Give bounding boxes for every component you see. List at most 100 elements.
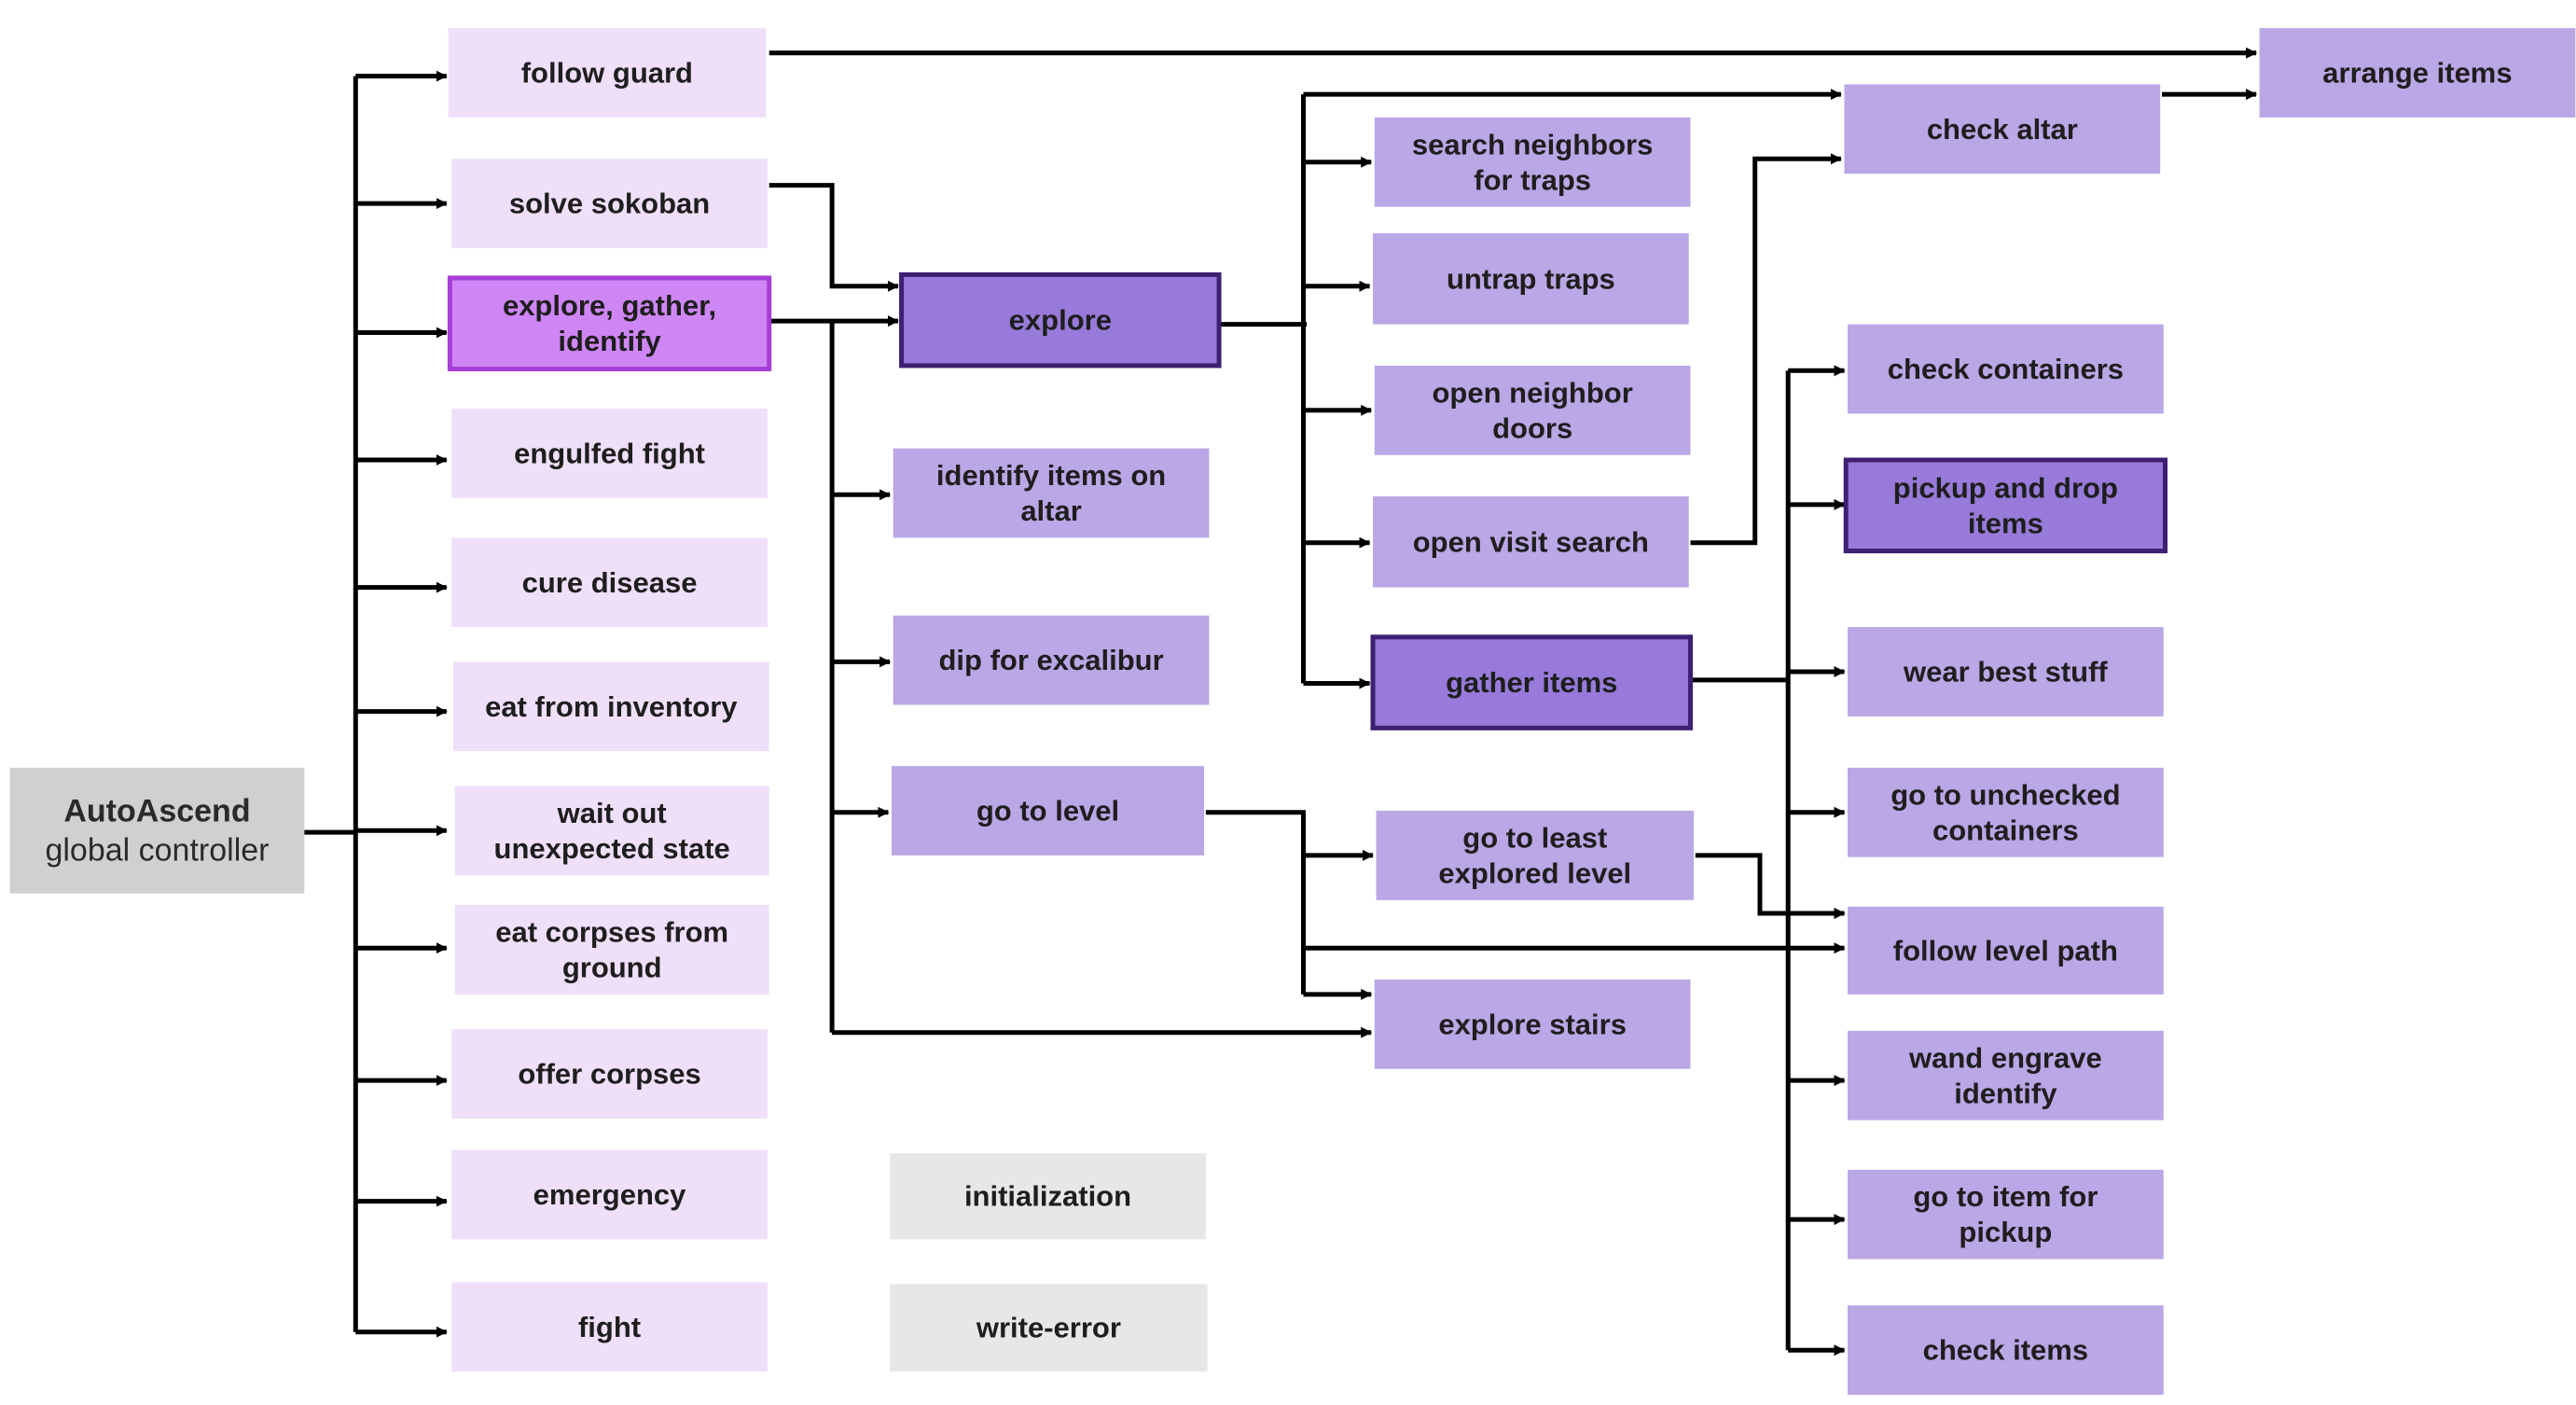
node-box: [452, 661, 769, 752]
node-label: initialization: [964, 1180, 1131, 1213]
node-fight: fight: [451, 1282, 768, 1372]
node-label: altar: [1020, 494, 1081, 527]
node-box: [1847, 1030, 2164, 1120]
node-box: [447, 275, 772, 371]
node-label: unexpected state: [494, 832, 730, 865]
node-box: [1847, 324, 2164, 414]
node-cure-disease: cure disease: [451, 537, 768, 628]
node-label: write-error: [976, 1312, 1121, 1344]
node-label: fight: [578, 1311, 641, 1343]
node-label: check altar: [1927, 113, 2078, 146]
node-box: [451, 537, 768, 628]
node-label: wear best stuff: [1903, 656, 2108, 689]
node-label: items: [1968, 507, 2043, 539]
arrow: [1690, 153, 1842, 546]
node-label: explore, gather,: [503, 289, 716, 322]
node-box: [1847, 1305, 2164, 1396]
node-box: [1373, 233, 1689, 325]
node-box: [451, 1282, 768, 1372]
node-explore-stairs: explore stairs: [1374, 979, 1691, 1069]
node-check-containers: check containers: [1847, 324, 2164, 414]
node-box: [1370, 634, 1694, 730]
node-box: [1847, 906, 2164, 995]
root-subtitle: global controller: [45, 832, 269, 868]
node-label: search neighbors: [1412, 128, 1653, 160]
node-box: [1374, 117, 1691, 207]
node-label: identify: [1954, 1077, 2057, 1109]
node-box: [448, 28, 767, 118]
node-solve-sokoban: solve sokoban: [451, 159, 768, 249]
node-box: [451, 409, 768, 498]
node-label: explore: [1009, 304, 1112, 337]
node-label: follow guard: [521, 57, 693, 90]
node-label: go to unchecked: [1890, 778, 2120, 811]
node-box: [1847, 627, 2164, 716]
node-box: [890, 1153, 1206, 1240]
node-arrange-items: arrange items: [2259, 28, 2576, 118]
node-label: check items: [1923, 1334, 2089, 1367]
node-box: [893, 448, 1210, 538]
node-box: [1847, 1169, 2164, 1259]
node-label: go to least: [1462, 821, 1607, 854]
node-label: cure disease: [522, 566, 698, 599]
node-box: [1373, 496, 1689, 588]
node-box: [1374, 979, 1691, 1069]
node-offer-corpses: offer corpses: [451, 1029, 768, 1119]
node-follow-guard: follow guard: [448, 28, 767, 118]
node-label: ground: [562, 951, 662, 983]
node-label: containers: [1932, 814, 2079, 846]
node-label: check containers: [1888, 353, 2124, 385]
node-eat-from-inventory: eat from inventory: [452, 661, 769, 752]
node-box: [9, 767, 305, 894]
node-box: [899, 271, 1222, 369]
node-label: eat from inventory: [485, 690, 738, 723]
node-emergency: emergency: [451, 1149, 768, 1240]
node-box: [2259, 28, 2576, 118]
node-label: follow level path: [1893, 934, 2118, 967]
node-label: for traps: [1474, 163, 1591, 196]
node-go-to-level: go to level: [891, 766, 1205, 856]
node-open-visit-search: open visit search: [1373, 496, 1689, 588]
node-label: gather items: [1446, 666, 1617, 699]
node-label: explored level: [1438, 856, 1631, 889]
connector-layer: [304, 47, 2258, 1356]
node-box: [1376, 811, 1695, 900]
node-label: open visit search: [1413, 525, 1649, 558]
node-label: wand engrave: [1908, 1041, 2102, 1074]
node-explore-gather-identify: explore, gather,identify: [447, 275, 772, 371]
node-label: eat corpses from: [495, 915, 728, 948]
node-label: pickup and drop: [1893, 471, 2118, 504]
node-box: [451, 159, 768, 249]
node-write-error: write-error: [890, 1284, 1208, 1372]
node-engulfed-fight: engulfed fight: [451, 409, 768, 498]
node-label: pickup: [1959, 1216, 2052, 1248]
arrow: [769, 183, 899, 292]
node-label: untrap traps: [1447, 262, 1615, 295]
node-label: arrange items: [2322, 57, 2512, 90]
node-label: explore stairs: [1438, 1008, 1627, 1040]
node-gather-items: gather items: [1370, 634, 1694, 730]
node-box: [1844, 84, 2161, 174]
node-follow-level-path: follow level path: [1847, 906, 2164, 995]
node-label: go to item for: [1913, 1180, 2098, 1213]
node-box: [1847, 767, 2164, 857]
node-label: dip for excalibur: [938, 644, 1163, 676]
node-label: identify: [558, 325, 661, 357]
node-label: go to level: [976, 795, 1119, 828]
node-box: [451, 1029, 768, 1119]
node-label: offer corpses: [518, 1058, 700, 1091]
node-label: engulfed fight: [514, 437, 705, 469]
node-label: wait out: [557, 797, 667, 829]
node-box: [890, 1284, 1208, 1372]
node-label: identify items on: [936, 459, 1166, 492]
